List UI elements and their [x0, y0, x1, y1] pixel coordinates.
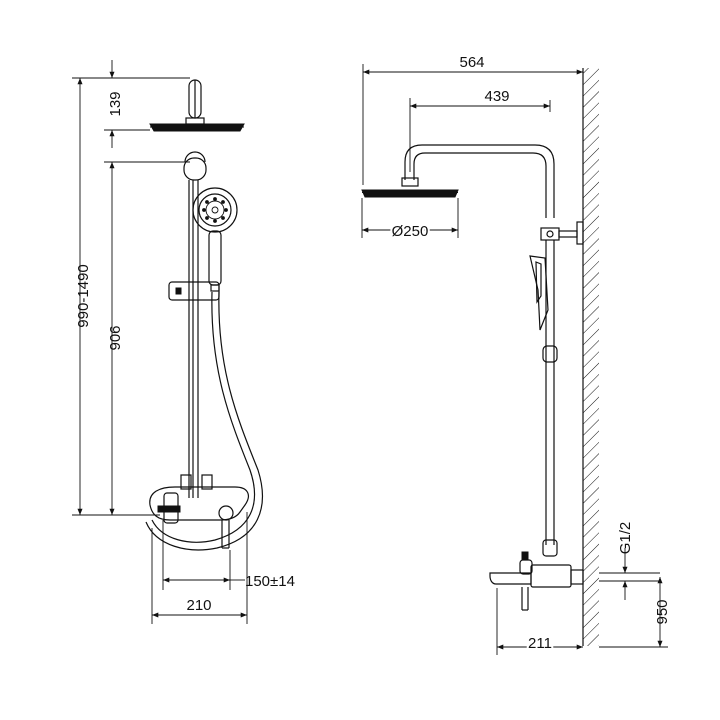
wall-inlet — [599, 572, 660, 582]
shower-arm — [404, 144, 555, 218]
hand-shower — [192, 187, 238, 292]
dim-total-height: 990-1490 — [72, 77, 190, 516]
dim-rail-height: 906 — [104, 161, 190, 515]
slider-bracket — [168, 281, 220, 301]
dim-head-diameter-label: Ø250 — [392, 223, 429, 240]
dim-top-offset: 139 — [104, 60, 150, 148]
wall — [582, 68, 599, 646]
dim-inlet-spacing-label: 150±14 — [245, 573, 295, 590]
thermostatic-mixer — [149, 474, 249, 549]
riser-pipe — [545, 240, 555, 545]
dim-top-offset-label: 139 — [107, 91, 124, 116]
dim-total-projection-label: 564 — [459, 54, 484, 71]
dim-total-height-label: 990-1490 — [75, 264, 92, 327]
dim-rail-height-label: 906 — [107, 325, 124, 350]
dim-spout-projection-label: 211 — [528, 635, 552, 652]
upper-wall-bracket — [540, 221, 584, 245]
shower-rail — [183, 151, 207, 498]
dim-mixer-height: 950 — [599, 577, 671, 648]
hand-shower-side — [529, 255, 558, 363]
side-view: 564 439 Ø250 — [361, 54, 671, 655]
dim-spout-projection: 211 — [496, 588, 583, 655]
overhead-shower-side — [361, 177, 459, 198]
shower-hose — [145, 291, 263, 551]
lower-bracket — [542, 539, 558, 557]
dim-inlet-thread: G1/2 — [617, 522, 634, 600]
dim-total-projection: 564 — [362, 54, 583, 185]
front-view: 990-1490 906 139 — [72, 60, 295, 624]
dim-mixer-depth-label: 210 — [186, 597, 211, 614]
mixer-side — [489, 551, 584, 611]
dim-head-diameter: Ø250 — [361, 198, 459, 242]
dim-mixer-height-label: 950 — [654, 599, 671, 624]
dim-arm-length: 439 — [409, 88, 551, 172]
dim-inlet-spacing: 150±14 — [162, 520, 295, 590]
overhead-shower — [149, 79, 245, 132]
dim-mixer-depth: 210 — [151, 512, 248, 624]
dim-inlet-thread-label: G1/2 — [617, 522, 634, 555]
dim-arm-length-label: 439 — [484, 88, 509, 105]
